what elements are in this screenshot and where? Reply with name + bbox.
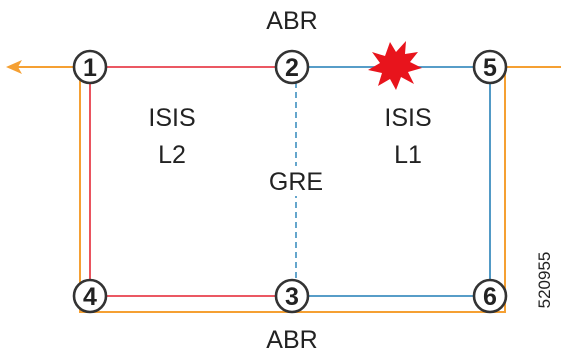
node-1-circle: [72, 49, 108, 85]
figure-id-label: 520955: [535, 252, 554, 309]
node-2: 2: [274, 49, 310, 85]
traffic-arrowhead-icon: [6, 60, 22, 74]
abr-top-label: ABR: [266, 7, 317, 35]
isis-l2-links: [89, 66, 292, 297]
area-l2-label-line1: ISIS: [148, 104, 195, 132]
node-5-label: 5: [483, 54, 497, 82]
node-2-label: 2: [285, 54, 299, 82]
burst-icon: [368, 41, 422, 90]
node-6-label: 6: [483, 283, 497, 311]
area-l2-label-line2: L2: [158, 141, 186, 169]
node-5: 5: [472, 49, 508, 85]
node-6: 6: [472, 278, 508, 314]
node-6-circle: [472, 278, 508, 314]
node-3: 3: [274, 278, 310, 314]
node-4: 4: [72, 278, 108, 314]
gre-tunnel-label: GRE: [269, 168, 323, 196]
node-4-circle: [72, 278, 108, 314]
area-l1-label-line1: ISIS: [384, 104, 431, 132]
node-5-circle: [472, 49, 508, 85]
node-3-circle: [274, 278, 310, 314]
node-3-label: 3: [285, 283, 299, 311]
node-1: 1: [72, 49, 108, 85]
node-1-label: 1: [83, 54, 97, 82]
area-l1-label-line2: L1: [394, 141, 422, 169]
abr-bottom-label: ABR: [266, 326, 317, 354]
node-4-label: 4: [83, 283, 97, 311]
node-2-circle: [274, 49, 310, 85]
gre-label-background: [262, 166, 330, 196]
